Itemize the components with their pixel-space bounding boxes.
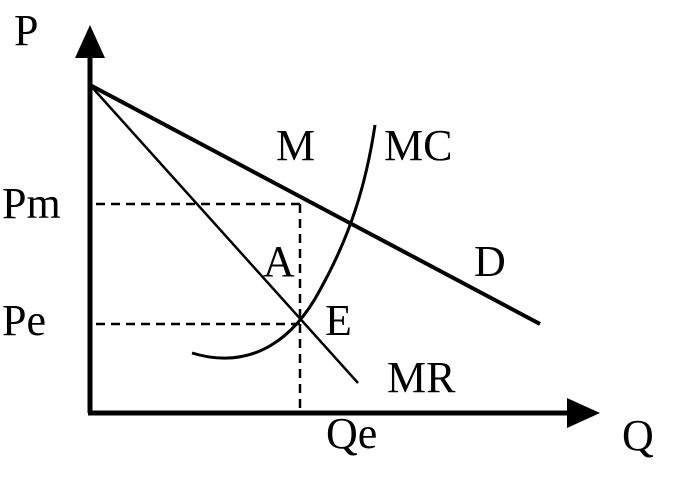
monopoly-point-label: M <box>276 121 315 170</box>
point-e-label: E <box>325 296 352 345</box>
quantity-axis-arrowhead <box>567 398 600 428</box>
marginal-revenue-curve <box>89 84 359 384</box>
marginal-cost-curve <box>191 124 377 360</box>
equilibrium-quantity-label: Qe <box>326 409 377 458</box>
marginal-cost-label: MC <box>384 121 452 170</box>
equilibrium-price-label: Pe <box>2 296 46 345</box>
marginal-revenue-label: MR <box>387 353 456 402</box>
demand-curve <box>89 83 541 326</box>
demand-label: D <box>474 237 506 286</box>
price-axis-arrowhead <box>75 25 105 58</box>
monopoly-price-label: Pm <box>2 179 61 228</box>
point-a-label: A <box>263 237 295 286</box>
price-axis-label: P <box>14 6 38 55</box>
quantity-axis-label: Q <box>622 411 654 460</box>
